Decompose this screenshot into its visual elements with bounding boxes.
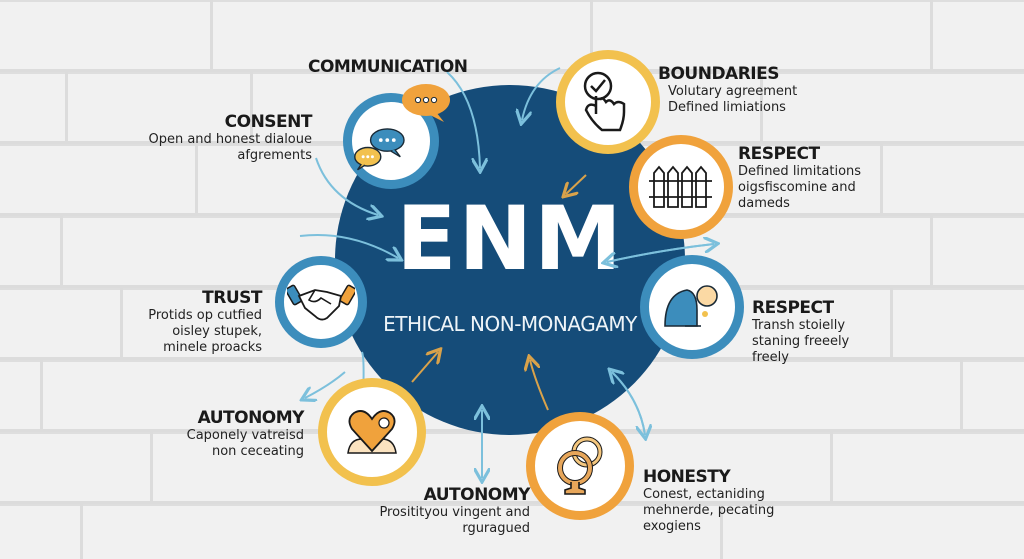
person-bowing-icon: [664, 285, 718, 327]
heart-people-icon: [347, 410, 397, 454]
boundaries-desc-1: Volutary agreement: [668, 84, 798, 99]
respect-2-title: RESPECT: [752, 298, 834, 318]
respect-2-desc-1: Transh stoielly: [752, 318, 846, 333]
trust-desc-3: minele proacks: [163, 340, 262, 355]
respect-1-desc-3: dameds: [738, 196, 790, 211]
orange-speech-bubble-icon: [402, 84, 450, 122]
trust-node: [275, 256, 367, 348]
honesty-desc-3: exogiens: [643, 519, 701, 534]
respect-2-desc-2: staning freeely: [752, 334, 850, 349]
respect-1-desc-2: oigsfiscomine and: [738, 180, 856, 195]
honesty-title: HONESTY: [643, 467, 731, 487]
honesty-node: [526, 412, 634, 520]
honesty-desc-2: mehnerde, pecating: [643, 503, 775, 518]
hub-title: ENM: [396, 187, 624, 290]
fence-icon: [649, 165, 712, 208]
respect-2-desc-3: freely: [752, 350, 789, 365]
trust-title: TRUST: [202, 288, 262, 308]
autonomy-left-title: AUTONOMY: [197, 408, 305, 428]
respect-fence-node: [629, 135, 733, 239]
boundaries-title: BOUNDARIES: [658, 64, 779, 84]
autonomy-bottom-desc-2: rguragued: [462, 521, 530, 536]
consent-desc-1: Open and honest dialoue: [148, 132, 312, 147]
trust-label: TRUST Protids op cutfied oisley stupek, …: [140, 288, 262, 356]
respect-2-label: RESPECT Transh stoielly staning freeely …: [752, 298, 849, 366]
respect-1-title: RESPECT: [738, 144, 820, 164]
honesty-desc-1: Conest, ectaniding: [643, 487, 765, 502]
autonomy-heart-node: [318, 378, 426, 486]
boundaries-label: BOUNDARIES Volutary agreement Defined li…: [658, 64, 797, 116]
hand-check-icon: [583, 71, 626, 132]
autonomy-left-label: AUTONOMY Caponely vatreisd non ceceating: [180, 408, 305, 460]
autonomy-left-desc-2: non ceceating: [211, 444, 304, 459]
respect-1-desc-1: Defined limitations: [738, 164, 862, 179]
autonomy-bottom-label: AUTONOMY Prositityou vingent and rguragu…: [372, 485, 530, 537]
handshake-icon: [287, 284, 355, 321]
consent-label: CONSENT Open and honest dialoue afgremen…: [140, 112, 312, 164]
hub-subtitle: ETHICAL NON-MONAGAMY: [383, 312, 637, 336]
trust-desc-2: oisley stupek,: [172, 324, 262, 339]
honesty-label: HONESTY Conest, ectaniding mehnerde, pec…: [643, 467, 774, 535]
consent-title: CONSENT: [224, 112, 313, 132]
autonomy-bottom-desc-1: Prositityou vingent and: [379, 505, 530, 520]
autonomy-left-desc-1: Caponely vatreisd: [186, 428, 304, 443]
trust-desc-1: Protids op cutfied: [148, 308, 262, 323]
consent-desc-2: afgrements: [237, 148, 312, 163]
communication-label: COMMUNICATION: [308, 57, 468, 77]
rings-icon: [557, 436, 603, 495]
communication-title: COMMUNICATION: [308, 57, 468, 77]
boundaries-node: [556, 50, 660, 154]
respect-1-label: RESPECT Defined limitations oigsfiscomin…: [738, 144, 861, 212]
boundaries-desc-2: Defined limiations: [668, 100, 786, 115]
respect-person-node: [640, 255, 744, 359]
autonomy-bottom-title: AUTONOMY: [423, 485, 531, 505]
speech-bubbles-icon: [354, 128, 405, 171]
